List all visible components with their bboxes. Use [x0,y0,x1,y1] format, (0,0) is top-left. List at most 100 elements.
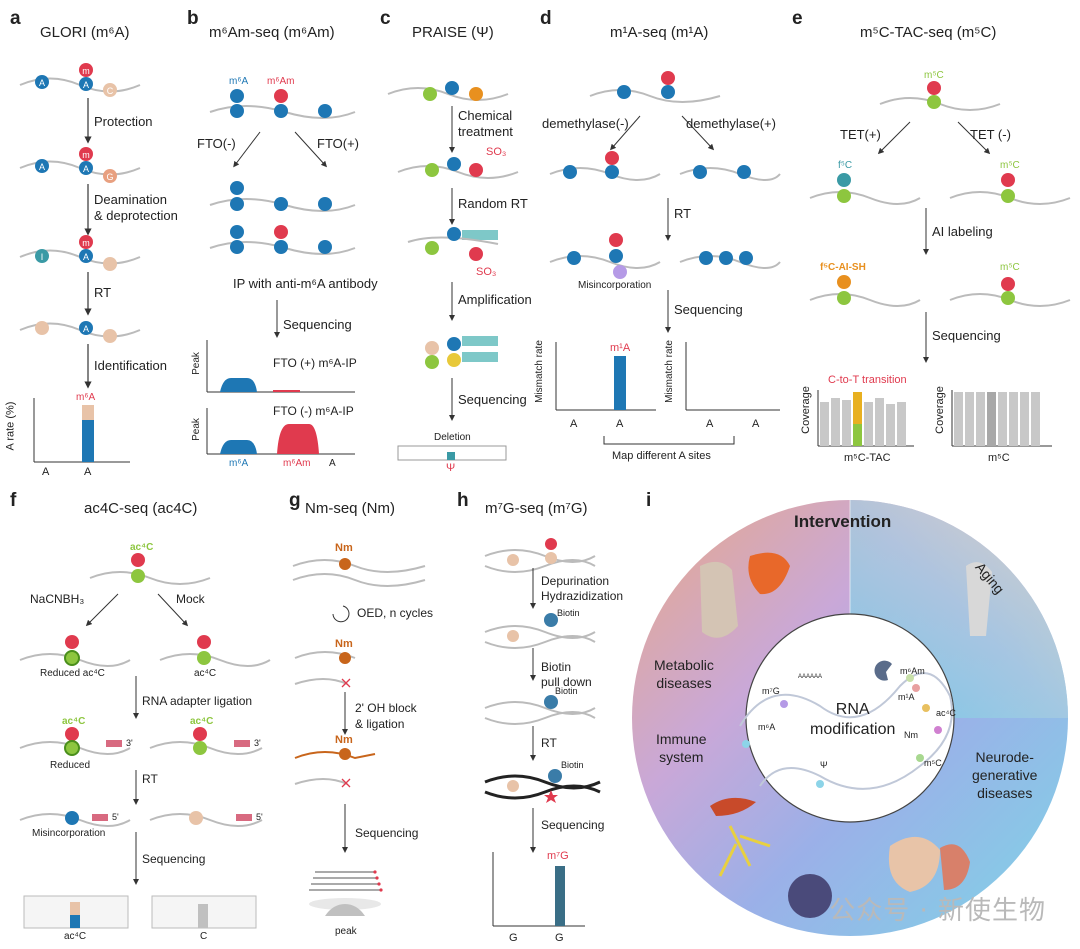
b-mod-1: m⁶A [229,76,249,87]
e-f5c: f⁵C [838,160,853,171]
panel-g-title: Nm-seq (Nm) [305,500,395,517]
e-x1: m⁵C-TAC [844,452,891,464]
i-mod-2: m¹A [898,692,915,702]
f-mock: Mock [176,592,205,606]
panel-g-label: g [289,490,301,511]
i-center: RNA modification [810,701,896,738]
panel-e-diagram [809,81,1071,447]
i-mod-3: ac⁴C [936,708,956,718]
panel-h-diagram [484,538,601,927]
g-nm-3: Nm [335,734,353,746]
svg-text:A: A [83,164,89,174]
d-seq: Sequencing [674,302,743,317]
h-xtick-2: G [555,932,564,944]
svg-text:C: C [107,86,114,96]
svg-text:m: m [82,150,90,160]
a-step-4: Identification [94,358,167,373]
f-mod: ac⁴C [130,542,154,553]
panel-a: a GLORI (m⁶A) A m A C A m A G I m A A [0,0,180,480]
h-pull: Biotin pull down [541,660,592,689]
b-seq: Sequencing [283,317,352,332]
panel-h: h m⁷G-seq (m⁷G) Depurination Hydrazidiza… [455,486,624,949]
e-mod-3: m⁵C [1000,262,1020,273]
b-ip: IP with anti-m⁶A antibody [233,276,378,291]
d-misinc: Misincorporation [578,280,652,291]
panel-d-diagram [549,71,781,445]
panel-i-diagram [632,500,1068,936]
c-so3: SO₃ [486,146,507,158]
panel-d-title: m¹A-seq (m¹A) [610,24,709,41]
h-rt: RT [541,736,557,750]
i-polya: AAAAAA [798,674,823,680]
f-mod-4: ac⁴C [190,716,214,727]
c-step-1: Chemical treatment [458,108,513,139]
panel-h-label: h [457,490,469,511]
svg-text:m: m [82,66,90,76]
d-dem-minus: demethylase(-) [542,116,629,131]
panel-c-title: PRAISE (Ψ) [412,24,494,41]
f-mod-2: ac⁴C [194,668,217,679]
panel-g: g Nm-seq (Nm) Nm OED, n cycles Nm 2' OH … [285,486,453,949]
d-footer: Map different A sites [612,450,711,462]
e-tet-plus: TET(+) [840,127,881,142]
g-nm-2: Nm [335,638,353,650]
a-xtick-1: A [42,466,50,478]
h-xtick-1: G [509,932,518,944]
panel-i-label: i [646,490,652,511]
e-tet-minus: TET (-) [970,127,1011,142]
h-bar-label: m⁷G [547,850,569,862]
a-step-1: Protection [94,114,153,129]
e-f5c-al: f⁵C-AI-SH [820,262,866,273]
svg-text:A: A [83,80,89,90]
i-mod-1: m⁶Am [900,666,925,676]
c-step-2: Random RT [458,196,528,211]
e-mod: m⁵C [924,70,944,81]
b-track-2: FTO (-) m⁶A-IP [273,404,354,418]
b-xtick-2: m⁶Am [283,458,311,469]
i-header: Intervention [794,512,892,531]
d-ylabel-2: Mismatch rate [663,340,675,403]
f-x1: ac⁴C [64,931,87,942]
f-rt: RT [142,772,158,786]
panel-e-label: e [792,8,803,29]
svg-text:A: A [83,252,89,262]
svg-text:G: G [106,172,113,182]
i-immune: Immune system [656,731,707,765]
i-mod-6: Ψ [820,760,828,770]
c-so3-2: SO₃ [476,266,497,278]
i-mod-8: m⁷G [762,686,780,696]
d-xtick-2: A [616,418,624,430]
e-ylabel-1: Coverage [799,386,812,434]
g-oed: OED, n cycles [357,606,434,620]
f-nacn: NaCNBH₃ [30,592,85,606]
panel-i: i [620,486,1080,949]
e-transition: C-to-T transition [828,374,907,386]
a-xtick-2: A [84,466,92,478]
h-seq: Sequencing [541,818,605,832]
d-xtick-4: A [752,418,760,430]
d-rt: RT [674,206,692,221]
d-xtick-1: A [570,418,578,430]
i-metabolic: Metabolic diseases [654,657,714,691]
panel-a-title: GLORI (m⁶A) [40,24,130,41]
c-psi: Ψ [446,462,456,474]
f-p5-2: 5' [256,812,263,822]
a-step-2: Deamination & deprotection [94,192,178,223]
panel-f-title: ac4C-seq (ac4C) [84,500,198,517]
panel-a-label: a [10,8,21,29]
h-dep: Depurination Hydrazidization [541,574,624,603]
g-nm-1: Nm [335,542,353,554]
e-seq: Sequencing [932,328,1001,343]
d-bar-label: m¹A [610,342,631,354]
d-ylabel-1: Mismatch rate [533,340,545,403]
svg-text:m: m [82,238,90,248]
panel-f: f ac4C-seq (ac4C) ac⁴C NaCNBH₃ Mock Redu… [0,486,285,949]
b-fto-plus: FTO(+) [317,136,360,151]
b-xtick-3: A [329,458,336,469]
f-reduced-label: Reduced ac⁴C [40,668,105,679]
panel-b: b m⁶Am-seq (m⁶Am) m⁶A m⁶Am FTO(-) FTO(+)… [185,0,378,480]
panel-f-diagram [19,553,271,929]
panel-d: d m¹A-seq (m¹A) demethylase(-) demethyla… [530,0,790,480]
c-step-3: Amplification [458,292,532,307]
h-biotin-1: Biotin [557,608,580,618]
